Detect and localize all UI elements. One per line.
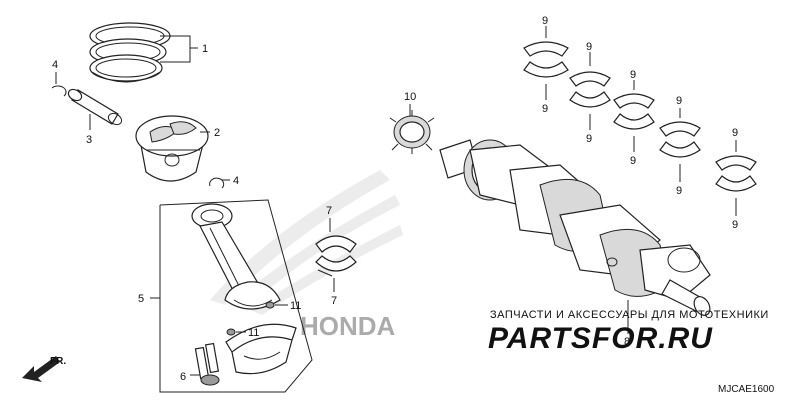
- callout-9-4a: 9: [676, 95, 682, 107]
- callout-9-5b: 9: [732, 219, 738, 231]
- dowel-pin-lower: [226, 328, 236, 336]
- main-bearing-3: [613, 93, 655, 130]
- callout-2: 2: [214, 127, 220, 139]
- callout-9-3b: 9: [630, 155, 636, 167]
- partsfor-watermark: ЗАПЧАСТИ И АКСЕССУАРЫ ДЛЯ МОТОТЕХНИКИ PA…: [488, 309, 769, 355]
- callout-5: 5: [138, 293, 144, 305]
- piston: [135, 115, 209, 182]
- rod-bolts: [194, 342, 220, 386]
- callout-11-lower: 11: [248, 327, 259, 339]
- watermark-logo: PARTSFOR.RU: [488, 322, 713, 355]
- main-bearing-5: [715, 155, 757, 192]
- diagram-code: MJCAE1600: [718, 384, 775, 395]
- watermark-tagline: ЗАПЧАСТИ И АКСЕССУАРЫ ДЛЯ МОТОТЕХНИКИ: [490, 309, 769, 321]
- callout-9-4b: 9: [676, 185, 682, 197]
- callout-3: 3: [86, 134, 92, 146]
- brand-mark-text: HONDA: [300, 311, 396, 341]
- rod-bearing-upper: [315, 235, 357, 253]
- callout-9-2a: 9: [586, 41, 592, 53]
- callout-7-lower: 7: [331, 295, 337, 307]
- direction-label: FR.: [50, 356, 66, 367]
- callout-9-3a: 9: [630, 69, 636, 81]
- callout-10: 10: [404, 91, 416, 103]
- callout-8: 8: [624, 336, 630, 348]
- callout-1: 1: [202, 43, 208, 55]
- callout-9-5a: 9: [732, 127, 738, 139]
- brand-wing-watermark: HONDA: [210, 170, 403, 341]
- callout-4-left: 4: [52, 59, 58, 71]
- front-direction-arrow: [22, 356, 60, 382]
- timing-sprocket: [389, 110, 435, 154]
- callout-9-1b: 9: [542, 103, 548, 115]
- callout-9-1a: 9: [542, 15, 548, 27]
- rod-bearing-lower: [315, 255, 357, 277]
- piston-rings: [89, 22, 171, 83]
- callout-6: 6: [180, 371, 186, 383]
- pin-clip-left: [51, 85, 67, 97]
- callout-9-2b: 9: [586, 133, 592, 145]
- callout-7-upper: 7: [326, 205, 332, 217]
- callout-11-upper: 11: [290, 300, 301, 312]
- pin-clip-right: [209, 177, 225, 189]
- main-bearing-2: [569, 71, 611, 108]
- connecting-rod: [191, 203, 281, 310]
- callout-4-right: 4: [233, 175, 239, 187]
- crankshaft: [439, 139, 711, 316]
- main-bearing-1: [523, 41, 569, 78]
- dowel-pin-upper: [265, 301, 275, 309]
- piston-pin: [67, 88, 123, 126]
- main-bearing-4: [659, 121, 701, 158]
